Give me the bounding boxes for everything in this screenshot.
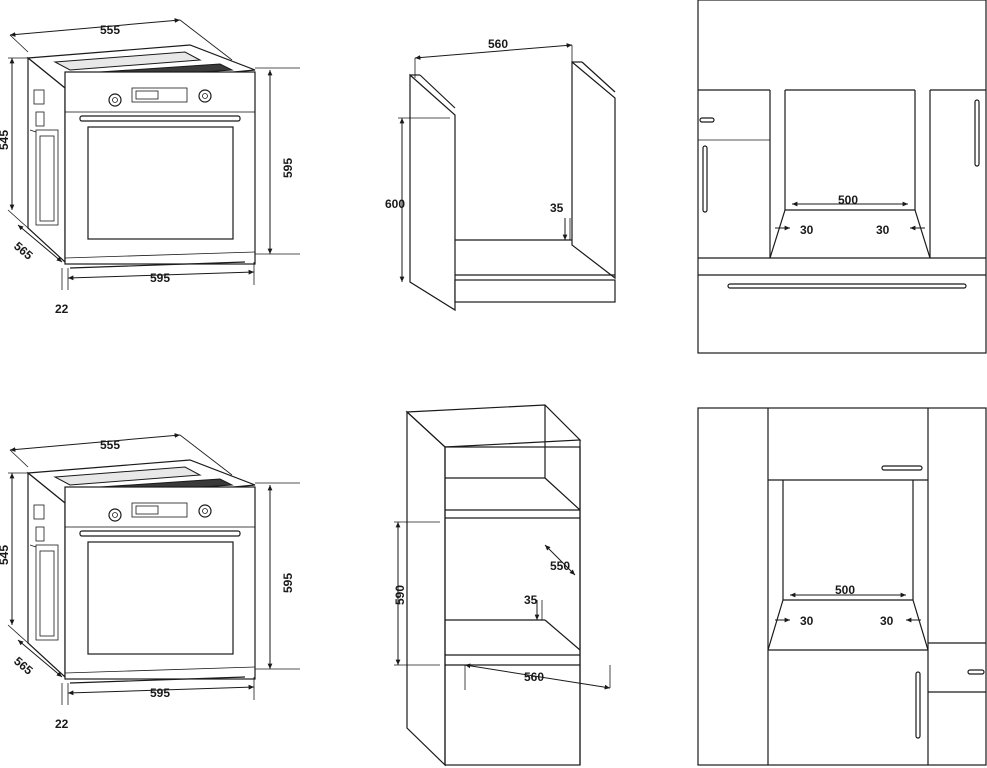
installed-right-gap-label: 30 bbox=[876, 223, 890, 237]
oven-height-front-label: 595 bbox=[281, 573, 295, 593]
oven-width-top-label: 555 bbox=[100, 23, 120, 37]
cabinet-height-label: 590 bbox=[393, 585, 407, 605]
installed-left-gap-label: 30 bbox=[800, 614, 814, 628]
cabinet-gap-label: 35 bbox=[550, 201, 564, 215]
oven-depth-label: 565 bbox=[11, 654, 36, 678]
oven-width-front-label: 595 bbox=[150, 686, 170, 700]
installed-drawing-bottom: 500 30 30 bbox=[697, 407, 987, 766]
oven-depth-label: 565 bbox=[11, 239, 36, 263]
oven-door-label: 22 bbox=[55, 302, 69, 316]
oven-door-label: 22 bbox=[55, 717, 69, 731]
oven-height-side-label: 545 bbox=[0, 545, 11, 565]
installed-width-label: 500 bbox=[835, 583, 855, 597]
oven-height-side-label: 545 bbox=[0, 130, 11, 150]
cabinet-width-label: 560 bbox=[488, 37, 508, 51]
cabinet-drawing-bottom: 590 550 35 560 bbox=[393, 404, 611, 767]
installed-width-label: 500 bbox=[838, 193, 858, 207]
installed-drawing-top: 500 30 30 bbox=[697, 0, 987, 354]
cabinet-drawing-top: 560 600 35 bbox=[385, 37, 616, 312]
installed-right-gap-label: 30 bbox=[880, 614, 894, 628]
oven-width-top-label: 555 bbox=[100, 438, 120, 452]
cabinet-width-label: 560 bbox=[524, 670, 544, 684]
oven-drawing-bottom: 555 545 595 565 595 22 bbox=[0, 433, 300, 731]
oven-drawing-top: 555 545 595 565 595 22 bbox=[0, 18, 300, 316]
oven-width-front-label: 595 bbox=[150, 271, 170, 285]
cabinet-height-label: 600 bbox=[385, 197, 405, 211]
installed-left-gap-label: 30 bbox=[800, 223, 814, 237]
cabinet-depth-label: 550 bbox=[550, 559, 570, 573]
oven-height-front-label: 595 bbox=[281, 158, 295, 178]
cabinet-gap-label: 35 bbox=[524, 593, 538, 607]
